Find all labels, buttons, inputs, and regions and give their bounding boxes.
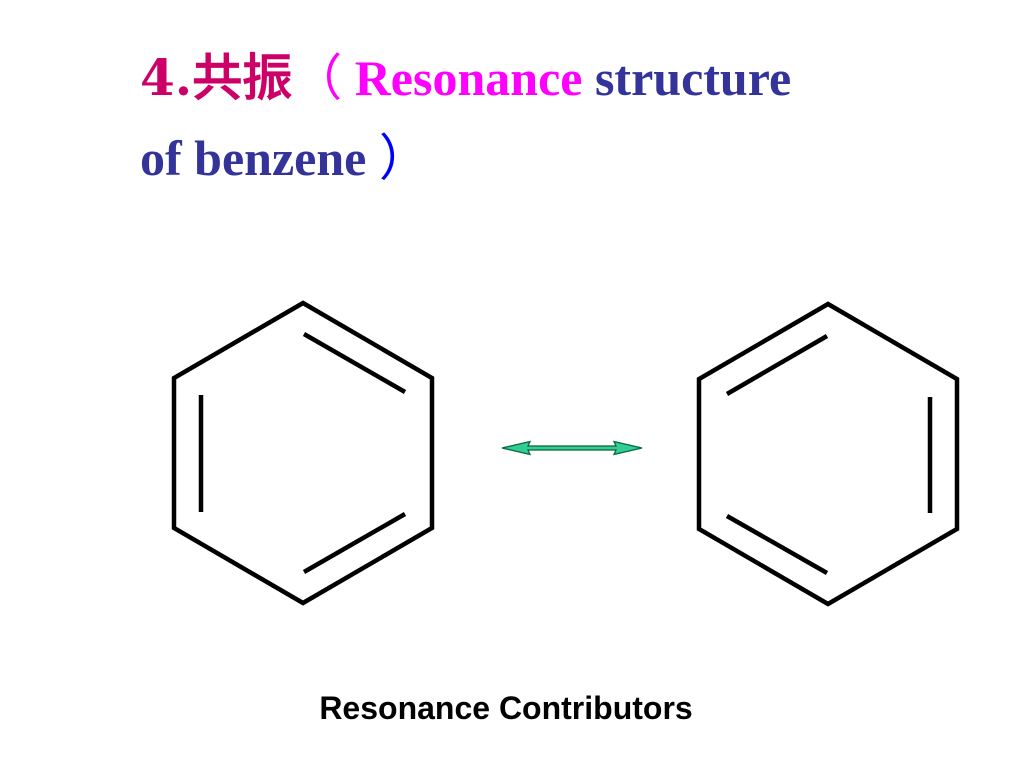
title-close-paren: ） bbox=[378, 129, 429, 187]
title-chinese: 共振 bbox=[192, 48, 293, 107]
left-benzene-structure bbox=[171, 300, 435, 606]
diagram-caption: Resonance Contributors bbox=[319, 690, 693, 726]
title-open-paren: （ bbox=[292, 49, 343, 107]
right-benzene-structure bbox=[696, 301, 960, 607]
left-benzene-ring bbox=[171, 300, 435, 606]
right-double-bond-top-left bbox=[725, 334, 829, 396]
title-number: 4. bbox=[140, 48, 193, 107]
title-keyword: Resonance bbox=[354, 50, 583, 106]
resonance-arrow-icon bbox=[501, 440, 643, 456]
title-rest-line2: of benzene bbox=[140, 130, 367, 186]
right-double-bond-bottom-left bbox=[725, 514, 829, 575]
left-double-bond-bottom-right bbox=[302, 512, 407, 574]
slide-title: 4.共振（ Resonance structure of benzene ） bbox=[140, 38, 1000, 198]
right-benzene-ring bbox=[696, 301, 960, 607]
title-rest-line1: structure bbox=[582, 50, 792, 106]
left-double-bond-top-right bbox=[302, 332, 407, 394]
